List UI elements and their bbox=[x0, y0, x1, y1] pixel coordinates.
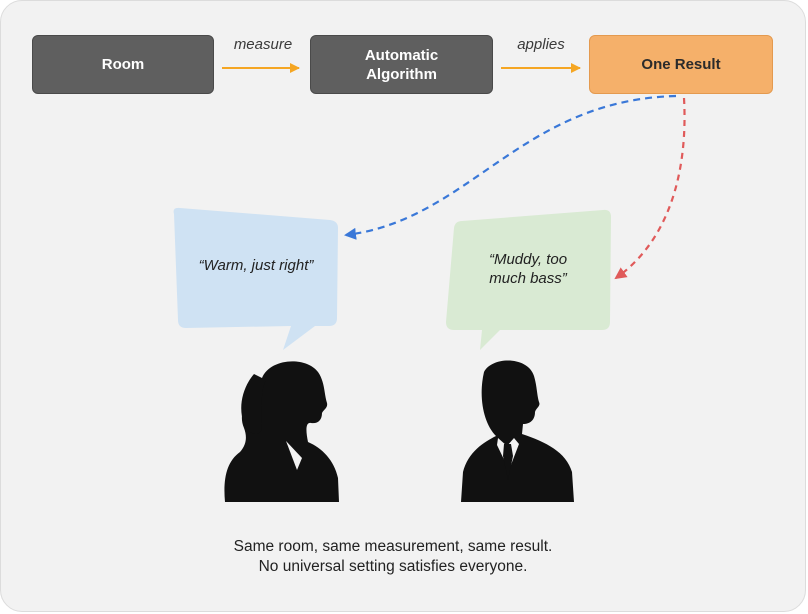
caption-line-1: Same room, same measurement, same result… bbox=[233, 538, 553, 555]
woman-silhouette bbox=[224, 361, 339, 502]
algorithm-label-line1: Automatic bbox=[364, 46, 439, 64]
algorithm-label: Automatic Algorithm bbox=[365, 46, 438, 84]
red-dashed-arrow bbox=[614, 97, 686, 280]
result-label: One Result bbox=[641, 56, 721, 73]
one-result-node: One Result bbox=[589, 35, 773, 94]
room-label: Room bbox=[101, 56, 145, 73]
speech-bubble-left bbox=[173, 207, 338, 350]
measure-label: measure bbox=[233, 36, 293, 53]
caption-line-2: No universal setting satisfies everyone. bbox=[258, 558, 528, 575]
algorithm-label-line2: Algorithm bbox=[366, 65, 437, 83]
right-bubble-quote-line1: “Muddy, too bbox=[488, 251, 568, 268]
blue-dashed-arrow bbox=[344, 94, 677, 240]
applies-label: applies bbox=[517, 36, 565, 53]
man-silhouette bbox=[461, 360, 574, 502]
right-bubble-quote-line2: much bass” bbox=[489, 270, 567, 287]
speech-bubble-right bbox=[446, 209, 611, 350]
automatic-algorithm-node: Automatic Algorithm bbox=[310, 35, 493, 94]
left-bubble-quote: “Warm, just right” bbox=[198, 257, 314, 274]
right-bubble-quote: “Muddy, too much bass” bbox=[448, 250, 608, 288]
room-node: Room bbox=[32, 35, 214, 94]
